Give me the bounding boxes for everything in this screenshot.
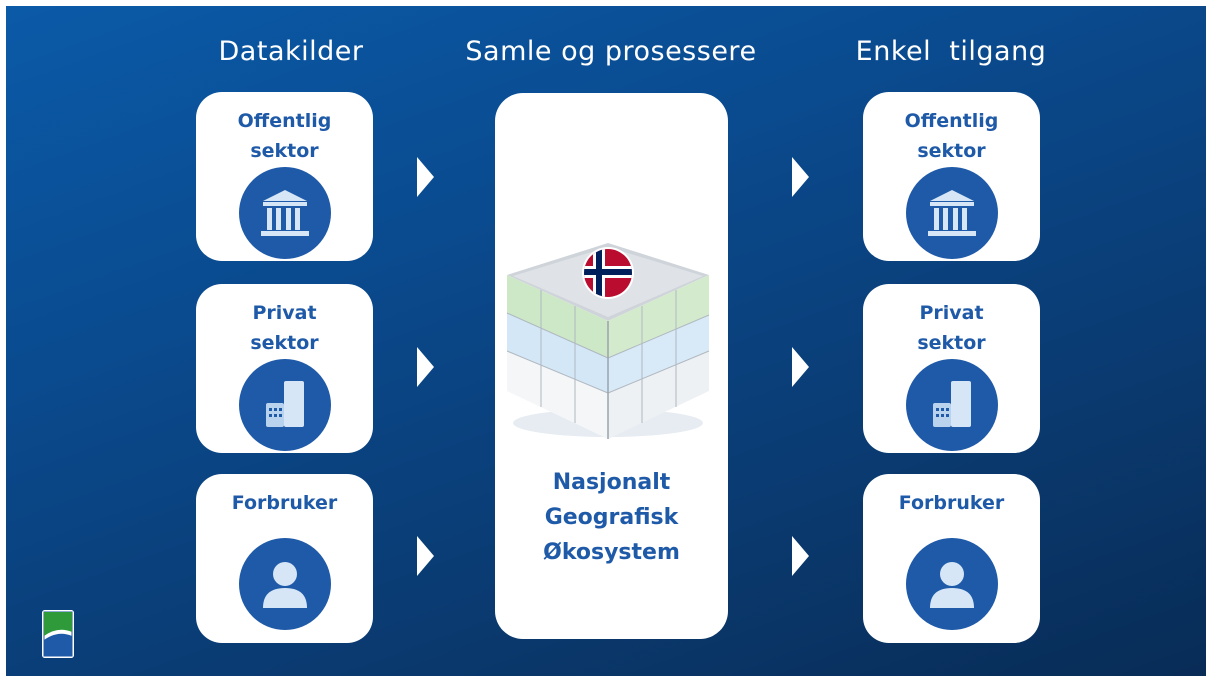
person-icon: [905, 538, 998, 630]
slide: Datakilder Samle og prosessere Enkel til…: [6, 6, 1206, 676]
ecosystem-card: Nasjonalt Geografisk Økosystem: [495, 93, 728, 639]
source-card-offentlig-sektor: Offentlig sektor: [196, 92, 373, 261]
data-cube-with-norwegian-flag-icon: [503, 233, 713, 443]
source-card-forbruker: Forbruker: [196, 474, 373, 643]
arrow-right-icon: [792, 536, 809, 576]
heading-enkel-tilgang: Enkel tilgang: [855, 36, 1047, 67]
source-card-label: Offentlig sektor: [237, 110, 332, 162]
heading-datakilder: Datakilder: [218, 36, 364, 67]
ecosystem-label: Nasjonalt Geografisk Økosystem: [543, 470, 680, 565]
government-building-icon: [905, 167, 998, 259]
consumer-card-label: Offentlig sektor: [904, 110, 999, 162]
kartverket-logo-icon: [42, 610, 74, 658]
consumer-card-privat-sektor: Privat sektor: [863, 284, 1040, 453]
consumer-card-label: Privat sektor: [917, 302, 986, 354]
office-buildings-icon: [905, 359, 998, 451]
source-card-label: Privat sektor: [250, 302, 319, 354]
office-buildings-icon: [238, 359, 331, 451]
arrow-right-icon: [792, 157, 809, 197]
arrow-right-icon: [417, 347, 434, 387]
arrow-right-icon: [417, 157, 434, 197]
person-icon: [238, 538, 331, 630]
consumer-card-forbruker: Forbruker: [863, 474, 1040, 643]
consumer-card-offentlig-sektor: Offentlig sektor: [863, 92, 1040, 261]
source-card-privat-sektor: Privat sektor: [196, 284, 373, 453]
government-building-icon: [238, 167, 331, 259]
arrow-right-icon: [417, 536, 434, 576]
arrow-right-icon: [792, 347, 809, 387]
heading-samle-og-prosessere: Samle og prosessere: [465, 36, 757, 67]
source-card-label: Forbruker: [231, 492, 338, 514]
consumer-card-label: Forbruker: [898, 492, 1005, 514]
